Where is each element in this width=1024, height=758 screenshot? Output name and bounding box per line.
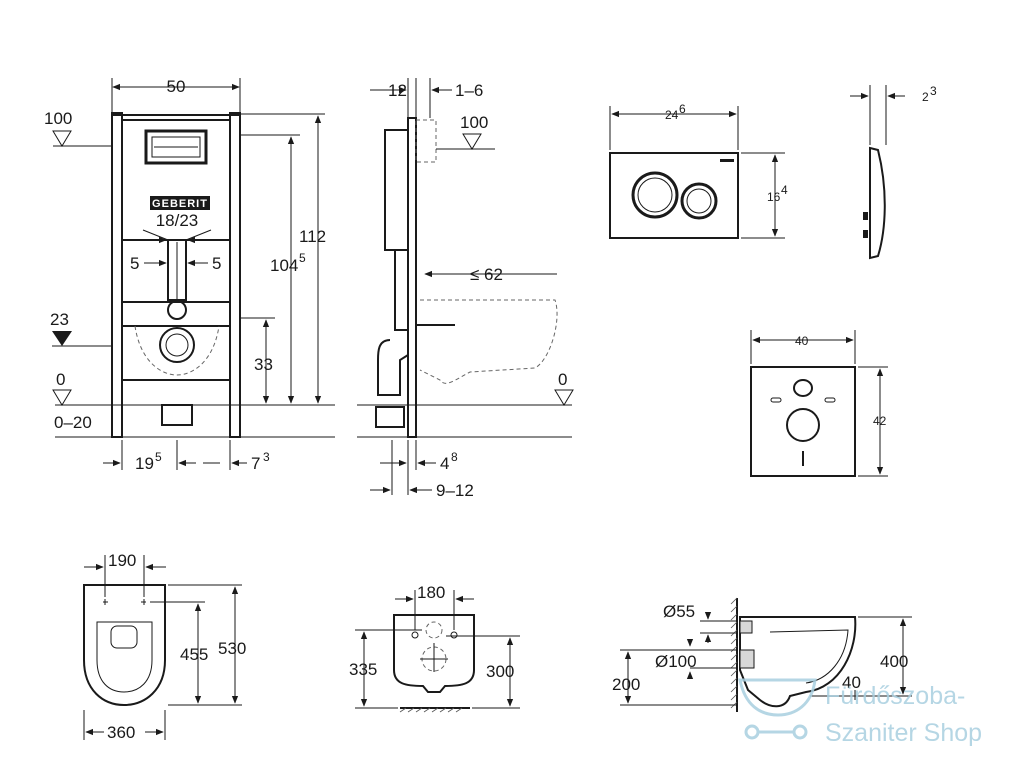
frame-front-view: GEBERIT 50 100 23 0 0–20 (44, 77, 335, 473)
dim-side-flush-height: 100 (460, 113, 488, 132)
frame-upright-right (229, 112, 241, 438)
dim-side-total-height: 400 (880, 652, 908, 671)
dim-top-width: 360 (107, 723, 135, 742)
dim-side-bottom-a: 4 (440, 454, 449, 473)
dim-height-112: 112 (299, 227, 326, 246)
bowl-top-view: 190 455 530 360 (83, 551, 246, 742)
dim-bowl-max: ≤ 62 (470, 265, 503, 284)
dim-offset-right: 5 (212, 254, 221, 273)
dim-top-inner-length: 455 (180, 645, 208, 664)
level-marker-100 (52, 130, 72, 147)
dim-height-23: 23 (50, 310, 69, 329)
side-cistern (384, 129, 409, 251)
dim-side-range: 1–6 (455, 81, 483, 100)
level-marker-23 (52, 331, 72, 346)
dim-side-bottom-a-sup: 8 (451, 450, 458, 464)
dim-rear-hole-spacing: 180 (417, 583, 445, 602)
dim-side-level-0: 0 (558, 370, 567, 389)
shop-watermark: Fürdőszoba- Szaniter Shop (738, 678, 982, 747)
drain-pipe (161, 404, 193, 426)
dim-height-104: 104 (270, 256, 298, 275)
dim-rear-right-height: 300 (486, 662, 514, 681)
dim-offset-left: 5 (130, 254, 139, 273)
dim-level-0: 0 (56, 370, 65, 389)
frame-upright-left (111, 112, 123, 438)
bowl-rear-outline (393, 614, 475, 693)
dim-flush-height-100: 100 (44, 109, 72, 128)
dim-bottom-right-sup: 3 (263, 450, 270, 464)
waste-outlet (739, 649, 755, 669)
flush-button-large (631, 171, 679, 219)
side-flush-plate (415, 119, 437, 163)
flush-plate-body (609, 152, 739, 239)
brand-logo: GEBERIT (152, 198, 208, 210)
dim-floor-range: 0–20 (54, 413, 92, 432)
dim-bottom-left-sup: 5 (155, 450, 162, 464)
watermark-line1: Fürdőszoba- (825, 682, 965, 710)
brand-plate (150, 196, 210, 210)
water-inlet (739, 620, 753, 634)
bowl-rear-view: 180 335 300 (349, 583, 520, 713)
dim-side-outlet: Ø100 (655, 652, 697, 671)
pad-body (750, 366, 856, 477)
watermark-bathtub-icon (738, 678, 817, 717)
dim-plate-height-sup: 4 (781, 183, 788, 197)
flush-plate-profile (869, 146, 886, 260)
flush-opening-inner (151, 136, 201, 158)
dim-side-depth: 12 (388, 81, 407, 100)
flush-plate-side: 2 3 (850, 84, 937, 260)
dim-width-50: 50 (167, 77, 186, 96)
bowl-outline (134, 325, 220, 376)
bowl-side-outline (739, 616, 857, 708)
level-marker-0 (52, 389, 72, 406)
dim-rear-left-height: 335 (349, 660, 377, 679)
dim-plate-height: 16 (767, 190, 781, 204)
dim-side-bottom-b: 9–12 (436, 481, 474, 500)
side-frame-upright (407, 117, 417, 438)
dim-plate-thickness-sup: 3 (930, 84, 937, 98)
flush-opening (144, 129, 208, 165)
dim-side-height: 200 (612, 675, 640, 694)
side-bowl-outline (419, 299, 558, 384)
dim-bottom-left: 19 (135, 454, 154, 473)
dim-pad-width: 40 (795, 334, 809, 348)
dim-plate-thickness: 2 (922, 90, 929, 104)
bowl-side-view: Ø55 Ø100 200 400 40 (612, 597, 912, 712)
mounting-bar (121, 301, 231, 327)
dim-height-33: 33 (254, 355, 273, 374)
dim-side-inlet: Ø55 (663, 602, 695, 621)
dim-plate-width: 24 (665, 108, 679, 122)
bowl-top-outline (83, 584, 166, 707)
dim-pipe-width: 18/23 (156, 211, 199, 230)
flush-plate-front: 24 6 16 4 (609, 102, 788, 239)
dim-height-104-sup: 5 (299, 251, 306, 265)
dim-top-length: 530 (218, 639, 246, 658)
dim-pad-height: 42 (873, 414, 887, 428)
dim-side-outlet-height: 40 (842, 673, 861, 692)
watermark-line2: Szaniter Shop (825, 719, 982, 747)
outlet-pipe (159, 327, 195, 363)
flush-button-small (680, 182, 718, 220)
frame-side-view: 12 1–6 100 ≤ 62 0 4 8 9–12 (357, 78, 574, 500)
dim-plate-width-sup: 6 (679, 102, 686, 116)
dim-bottom-right: 7 (251, 454, 260, 473)
dim-top-hole-spacing: 190 (108, 551, 136, 570)
sound-insulation-pad: 40 42 (750, 330, 888, 477)
